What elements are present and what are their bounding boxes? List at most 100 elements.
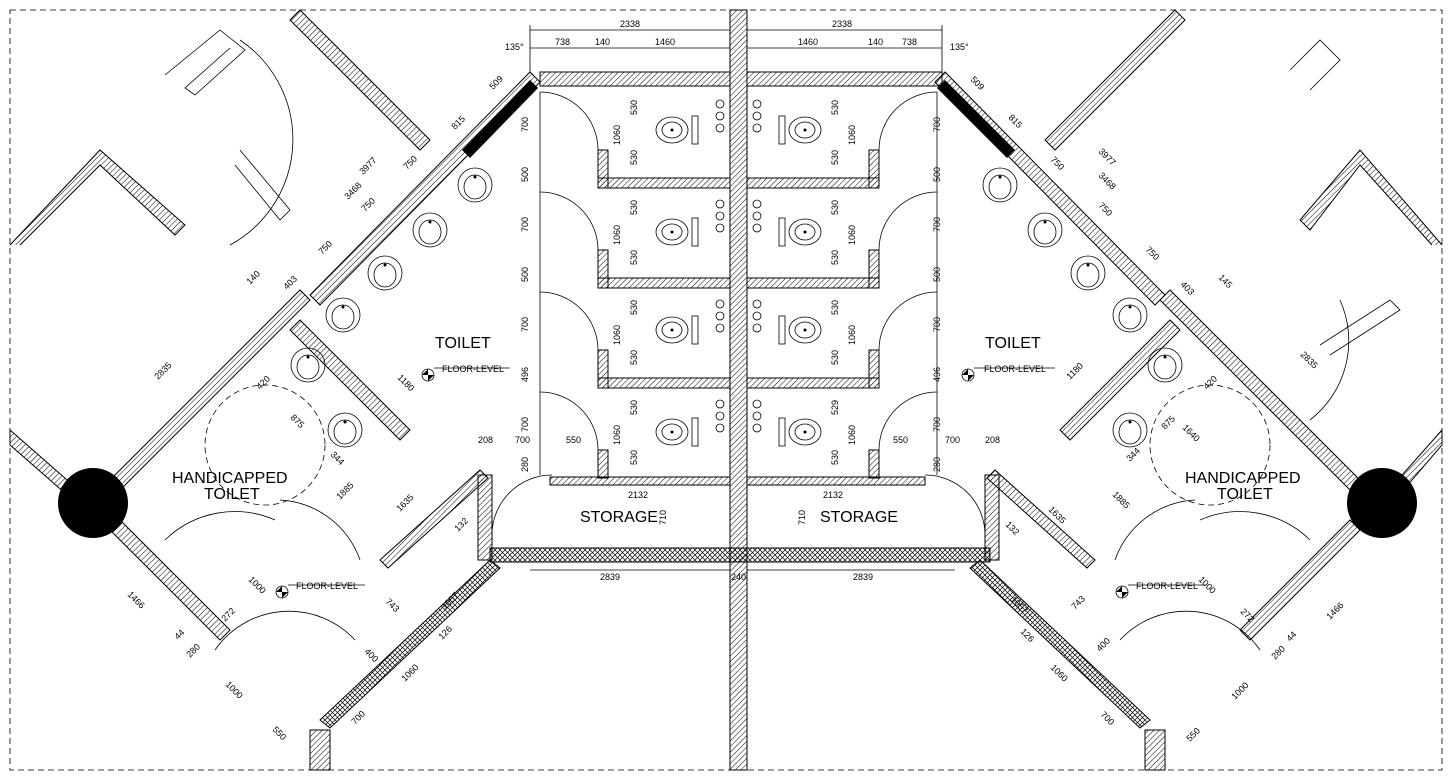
dim-storage-710-right: 710 (797, 510, 807, 525)
floor-level-marker-4 (1115, 584, 1205, 599)
svg-text:400: 400 (1094, 636, 1112, 654)
svg-text:1885: 1885 (1111, 489, 1132, 510)
left-wing-walls (9, 9, 541, 771)
floor-level-label-3: FLOOR-LEVEL (296, 581, 358, 591)
svg-text:1060: 1060 (847, 425, 857, 445)
svg-text:2835: 2835 (1299, 349, 1320, 370)
svg-text:400: 400 (363, 646, 381, 664)
svg-text:1180: 1180 (396, 372, 417, 393)
svg-text:3977: 3977 (1097, 146, 1118, 167)
wc-fixtures-right (752, 99, 822, 447)
urinals-right (982, 167, 1183, 448)
floor-level-label-2: FLOOR-LEVEL (984, 364, 1046, 374)
svg-text:344: 344 (1124, 446, 1142, 464)
stall-doors-right (878, 91, 938, 475)
svg-text:530: 530 (629, 450, 639, 465)
svg-text:530: 530 (830, 250, 840, 265)
svg-text:344: 344 (329, 449, 347, 467)
svg-text:750: 750 (1144, 244, 1162, 262)
svg-text:500: 500 (520, 267, 530, 282)
svg-text:700: 700 (932, 117, 942, 132)
svg-text:530: 530 (629, 100, 639, 115)
central-wall (729, 9, 748, 771)
floor-level-marker-3 (275, 584, 365, 599)
svg-text:126: 126 (1019, 626, 1037, 644)
svg-text:1635: 1635 (394, 492, 415, 513)
dim-208-right: 208 (985, 435, 1000, 445)
room-label-storage-left: STORAGE (580, 509, 658, 526)
svg-text:530: 530 (629, 400, 639, 415)
turning-circle-right (1149, 384, 1271, 506)
dim-top-l-738: 738 (555, 37, 570, 47)
drawing-frame (9, 9, 1443, 771)
svg-text:700: 700 (520, 317, 530, 332)
wc-fixtures-left (655, 99, 725, 447)
stall-dims-left: 1060 530 530 1060 530 530 1060 530 530 1… (612, 100, 639, 465)
storage-wall-top-left (549, 476, 731, 486)
svg-text:1060: 1060 (1049, 662, 1070, 683)
svg-text:132: 132 (452, 516, 470, 534)
svg-text:509: 509 (969, 74, 987, 92)
svg-text:1060: 1060 (847, 325, 857, 345)
svg-text:700: 700 (1099, 709, 1117, 727)
svg-text:280: 280 (1269, 644, 1287, 662)
svg-text:530: 530 (830, 450, 840, 465)
svg-text:140: 140 (244, 269, 262, 287)
right-wing-walls (934, 9, 1443, 771)
dim-angle-right: 135° (950, 42, 969, 52)
svg-text:530: 530 (629, 350, 639, 365)
svg-text:280: 280 (520, 457, 530, 472)
floor-level-label-1: FLOOR-LEVEL (442, 364, 504, 374)
storage-door-right (924, 474, 986, 536)
svg-text:700: 700 (520, 117, 530, 132)
svg-text:530: 530 (830, 150, 840, 165)
svg-text:530: 530 (830, 300, 840, 315)
dim-700-left: 700 (515, 435, 530, 445)
svg-text:2835: 2835 (152, 360, 173, 381)
svg-text:530: 530 (629, 200, 639, 215)
svg-text:815: 815 (1007, 112, 1025, 130)
svg-text:1060: 1060 (612, 225, 622, 245)
room-label-hc-left-1: HANDICAPPED (172, 470, 288, 487)
storage-wall-left (477, 474, 493, 561)
dim-top-right-total: 2338 (832, 19, 852, 29)
svg-text:3977: 3977 (357, 155, 378, 176)
dim-top-l-140: 140 (595, 37, 610, 47)
dim-top-left-total: 2338 (620, 19, 640, 29)
urinals-left (290, 167, 493, 448)
floor-level-marker-1 (421, 367, 510, 382)
hc-doors-left (164, 39, 361, 651)
svg-text:145: 145 (1217, 272, 1235, 290)
svg-text:500: 500 (520, 167, 530, 182)
room-label-storage-right: STORAGE (820, 509, 898, 526)
svg-text:743: 743 (1069, 594, 1087, 612)
stall-partitions-right (746, 149, 880, 479)
svg-text:530: 530 (629, 150, 639, 165)
svg-text:1060: 1060 (612, 325, 622, 345)
svg-text:743: 743 (384, 596, 402, 614)
svg-text:700: 700 (932, 317, 942, 332)
svg-text:1060: 1060 (847, 125, 857, 145)
svg-text:550: 550 (1184, 726, 1202, 744)
svg-text:700: 700 (932, 217, 942, 232)
svg-text:529: 529 (830, 400, 840, 415)
dim-top-l-1460: 1460 (655, 37, 675, 47)
storage-wall-top-right (746, 476, 926, 486)
svg-text:700: 700 (520, 217, 530, 232)
svg-text:750: 750 (316, 239, 334, 257)
svg-text:420: 420 (254, 374, 272, 392)
dim-top-r-1460: 1460 (798, 37, 818, 47)
svg-text:280: 280 (184, 642, 202, 660)
stall-block-top-wall-left (539, 71, 731, 87)
svg-text:550: 550 (271, 724, 289, 742)
svg-text:750: 750 (1049, 154, 1067, 172)
svg-text:509: 509 (487, 74, 505, 92)
dim-bottom-240: 240 (731, 572, 746, 582)
svg-text:1060: 1060 (612, 425, 622, 445)
svg-text:750: 750 (401, 154, 419, 172)
dim-angle-left: 135° (505, 42, 524, 52)
svg-text:530: 530 (830, 350, 840, 365)
svg-text:1466: 1466 (1324, 600, 1345, 621)
room-label-toilet-right: TOILET (985, 335, 1041, 352)
